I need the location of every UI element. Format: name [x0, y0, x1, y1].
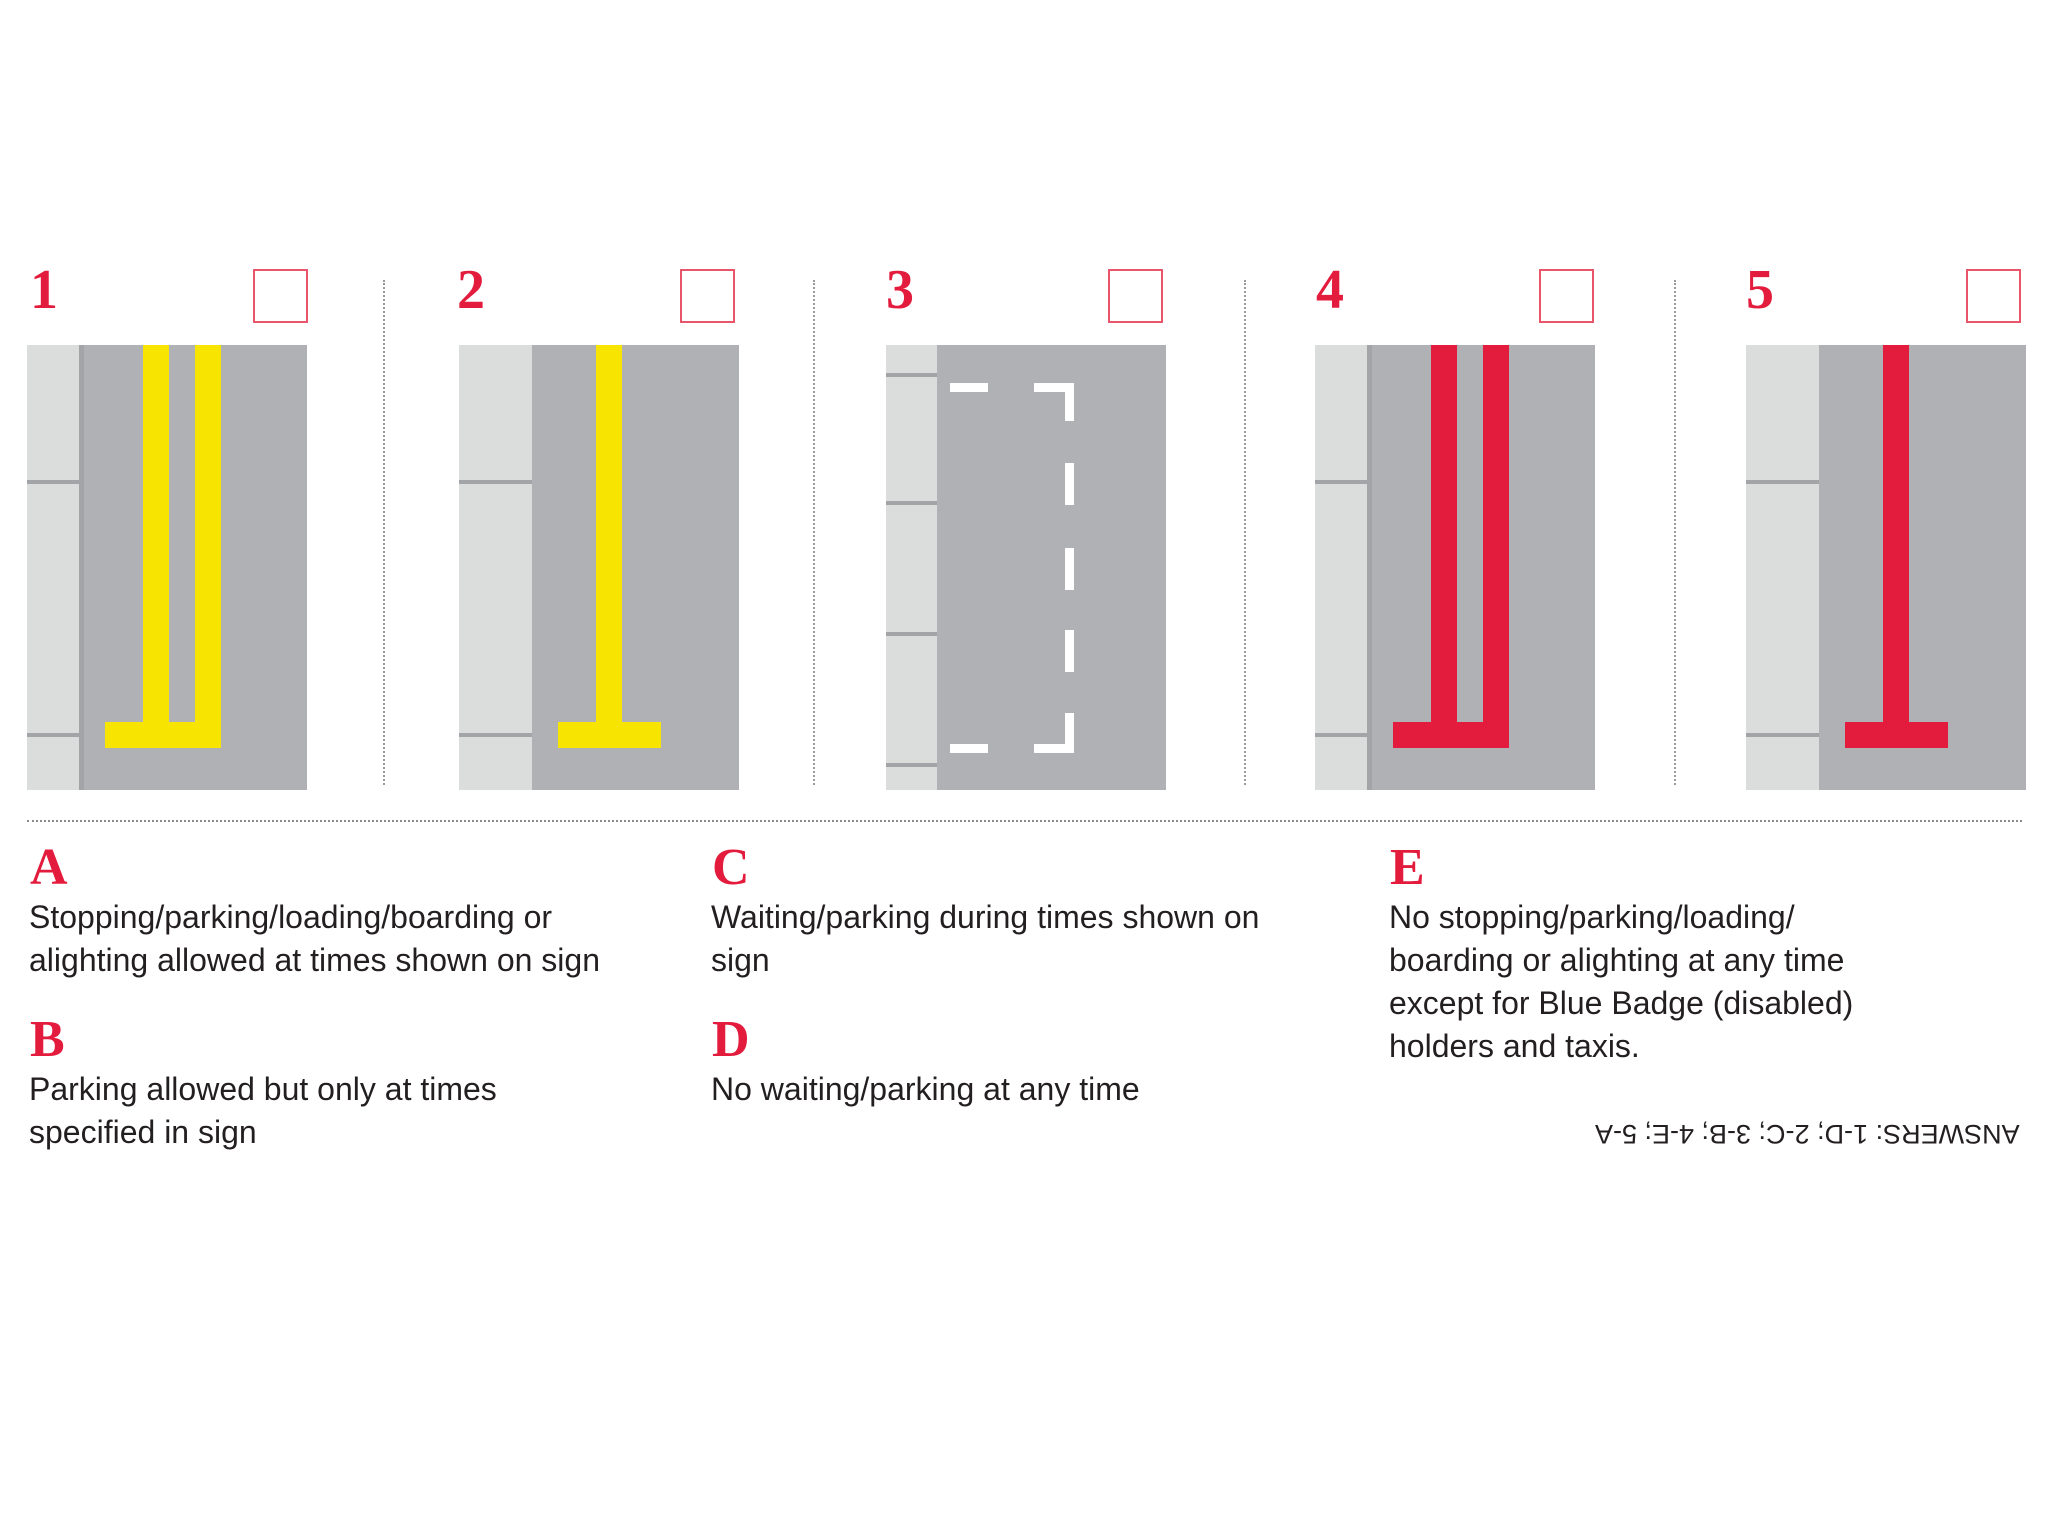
answer-checkbox-2[interactable]	[680, 269, 735, 323]
section-divider	[27, 820, 2022, 822]
option-text-e: No stopping/parking/loading/ boarding or…	[1389, 899, 1854, 1064]
option-letter-d: D	[712, 1011, 750, 1068]
option-letter-b: B	[30, 1011, 65, 1068]
answer-checkbox-1[interactable]	[253, 269, 308, 323]
option-text-c: Waiting/parking during times shown on si…	[711, 899, 1260, 978]
double-yellow-line-illustration	[27, 345, 307, 790]
answer-checkbox-4[interactable]	[1539, 269, 1594, 323]
marking-number-3: 3	[886, 259, 914, 321]
column-divider	[1244, 280, 1246, 785]
marking-number-4: 4	[1316, 259, 1344, 321]
answer-checkbox-3[interactable]	[1108, 269, 1163, 323]
marking-number-1: 1	[30, 259, 58, 321]
column-divider	[1674, 280, 1676, 785]
option-letter-c: C	[712, 839, 750, 896]
option-text-a: Stopping/parking/loading/boarding or ali…	[29, 899, 600, 978]
option-letter-a: A	[30, 839, 68, 896]
double-red-line-illustration	[1315, 345, 1595, 790]
option-letter-e: E	[1390, 839, 1425, 896]
option-text-b: Parking allowed but only at times specif…	[29, 1071, 497, 1150]
marking-number-5: 5	[1746, 259, 1774, 321]
answer-checkbox-5[interactable]	[1966, 269, 2021, 323]
marking-number-2: 2	[457, 259, 485, 321]
column-divider	[383, 280, 385, 785]
upside-down-answers: ANSWERS: 1-D; 2-C; 3-B; 4-E; 5-A	[1595, 1119, 2020, 1149]
single-yellow-line-illustration	[459, 345, 739, 790]
parking-bay-illustration	[886, 345, 1166, 790]
column-divider	[813, 280, 815, 785]
option-text-d: No waiting/parking at any time	[711, 1071, 1140, 1107]
single-red-line-illustration	[1746, 345, 2026, 790]
